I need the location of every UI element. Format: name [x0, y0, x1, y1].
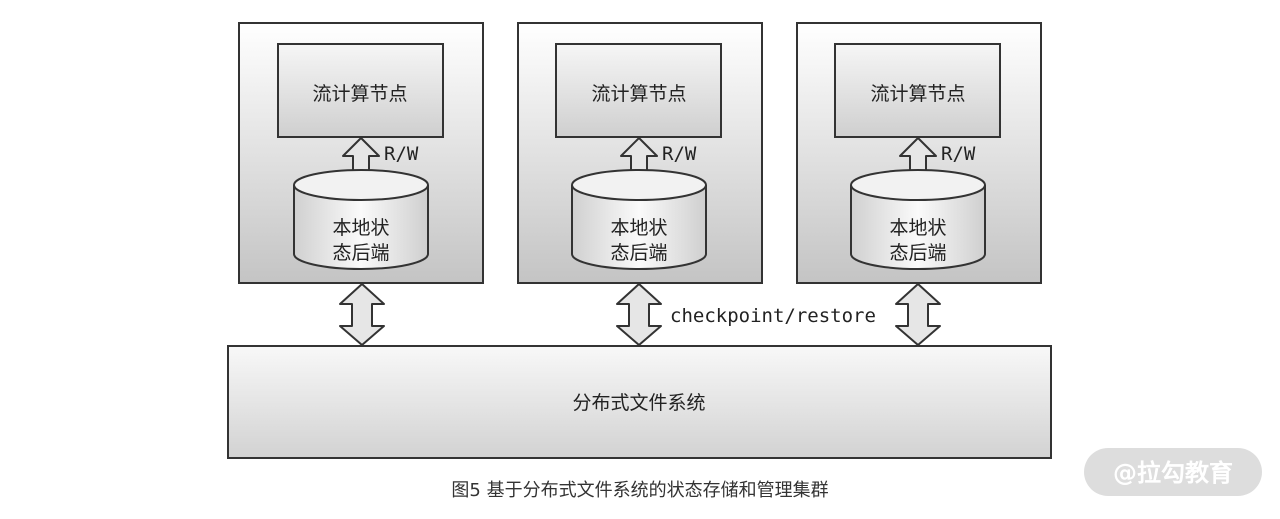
distributed-filesystem-label: 分布式文件系统	[572, 392, 705, 414]
local-state-backend-cylinder	[850, 169, 986, 270]
backend-label-line1: 本地状	[889, 217, 946, 239]
checkpoint-restore-label: checkpoint/restore	[670, 305, 876, 327]
backend-label-line2: 态后端	[889, 242, 946, 264]
backend-label-line1: 本地状	[332, 217, 389, 239]
local-state-backend-cylinder	[293, 169, 429, 270]
backend-label-line2: 态后端	[332, 242, 389, 264]
compute-node-label: 流计算节点	[870, 83, 965, 105]
rw-label: R/W	[384, 143, 419, 165]
cluster-node-2: 流计算节点 R/W 本地状 态后端	[517, 22, 763, 284]
local-state-backend-cylinder	[571, 169, 707, 270]
watermark: @拉勾教育	[1084, 448, 1262, 496]
backend-label-line1: 本地状	[610, 217, 667, 239]
compute-node-box	[834, 43, 1001, 138]
cluster-node-3: 流计算节点 R/W 本地状 态后端	[796, 22, 1042, 284]
checkpoint-arrow-1	[339, 283, 385, 346]
rw-label: R/W	[941, 143, 976, 165]
watermark-text: @拉勾教育	[1113, 459, 1233, 487]
compute-node-label: 流计算节点	[591, 83, 686, 105]
compute-node-label: 流计算节点	[312, 83, 407, 105]
figure-caption: 图5 基于分布式文件系统的状态存储和管理集群	[451, 480, 828, 501]
rw-label: R/W	[662, 143, 697, 165]
cluster-node-1: 流计算节点 R/W 本地状 态后端	[238, 22, 484, 284]
compute-node-box	[277, 43, 444, 138]
backend-label-line2: 态后端	[610, 242, 667, 264]
checkpoint-arrow-2	[616, 283, 662, 346]
checkpoint-arrow-3	[895, 283, 941, 346]
compute-node-box	[555, 43, 722, 138]
distributed-filesystem-box	[227, 345, 1052, 459]
